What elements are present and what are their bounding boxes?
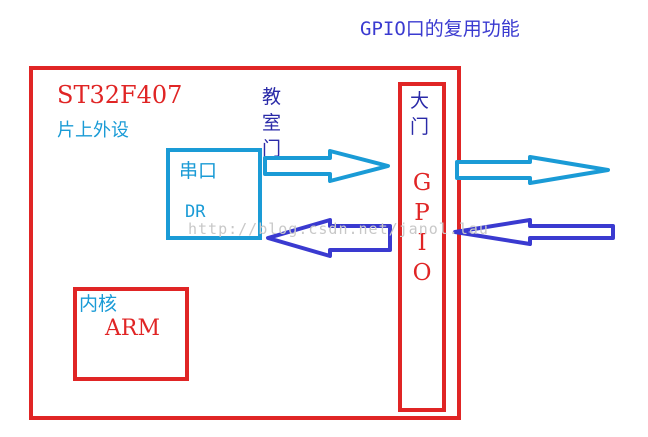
diagram-title: GPIO口的复用功能: [360, 18, 520, 40]
main-gate-label: 大门: [410, 90, 430, 138]
chip-subtitle: 片上外设: [57, 120, 129, 141]
gpio-letter: P: [414, 200, 430, 226]
gpio-letter: I: [417, 230, 427, 256]
uart-to-gpio-arrow: [263, 149, 390, 183]
gpio-label: G P I O: [410, 168, 434, 288]
chip-frame: [29, 66, 461, 420]
gpio-letter: G: [412, 170, 432, 196]
outside-to-gpio-arrow: [453, 218, 615, 246]
watermark: http://blog.csdn.net/janol.lau: [188, 220, 489, 238]
uart-name: 串口: [179, 160, 218, 182]
gpio-box: [398, 82, 446, 412]
gpio-to-uart-arrow: [266, 218, 392, 258]
core-name: 内核: [79, 293, 118, 315]
core-box: [73, 287, 189, 381]
uart-box: [166, 148, 262, 240]
gpio-letter: O: [412, 260, 432, 286]
gpio-to-outside-arrow: [455, 155, 610, 185]
uart-register: DR: [185, 202, 206, 222]
chip-name: ST32F407: [57, 81, 183, 109]
core-arch: ARM: [105, 316, 160, 341]
classroom-door-label: 教室门: [262, 86, 282, 160]
